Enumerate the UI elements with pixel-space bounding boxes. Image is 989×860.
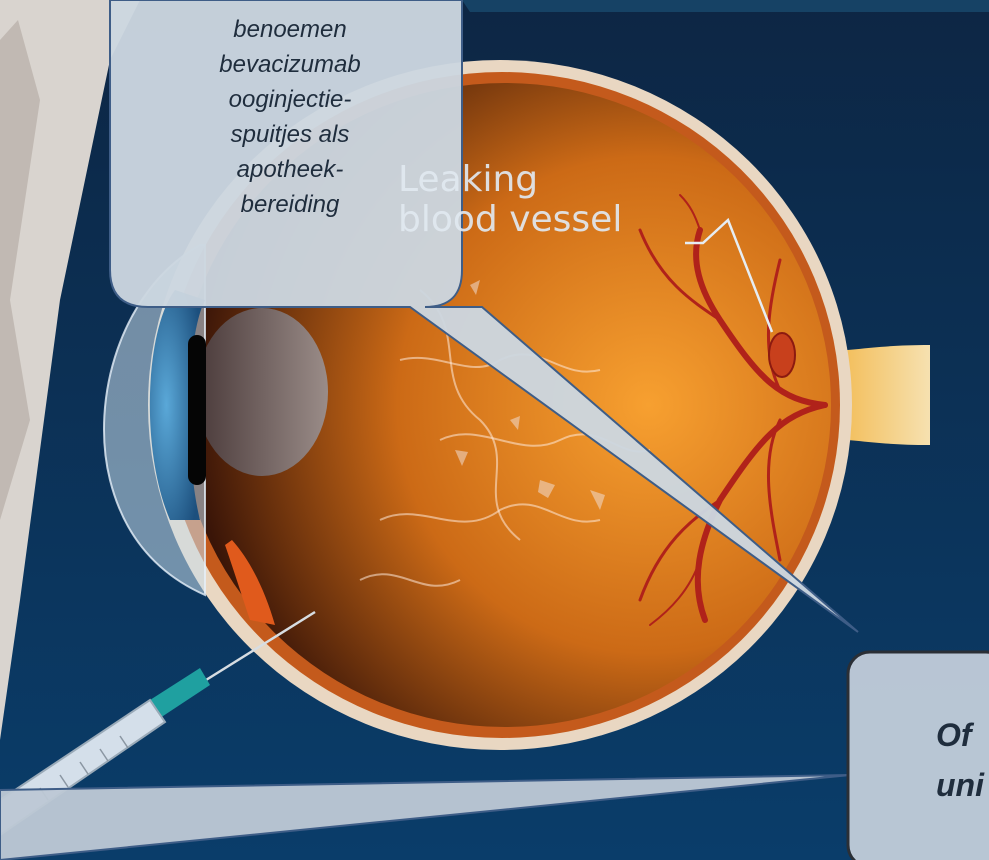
pupil	[188, 335, 206, 485]
callout-top-text: benoemen bevacizumab ooginjectie- spuitj…	[120, 12, 460, 222]
callout-right-line: uni	[936, 760, 989, 810]
callout-top-line: ooginjectie-	[120, 82, 460, 117]
callout-right-line: Of	[936, 710, 989, 760]
callout-top-line: bevacizumab	[120, 47, 460, 82]
leaking-vessel-bulge	[769, 333, 795, 377]
lens	[196, 308, 328, 476]
callout-right-text: Of uni	[850, 710, 989, 810]
callout-top-line: benoemen	[120, 12, 460, 47]
callout-top-line: apotheek-	[120, 152, 460, 187]
callout-top-line: bereiding	[120, 187, 460, 222]
callout-top-line: spuitjes als	[120, 117, 460, 152]
